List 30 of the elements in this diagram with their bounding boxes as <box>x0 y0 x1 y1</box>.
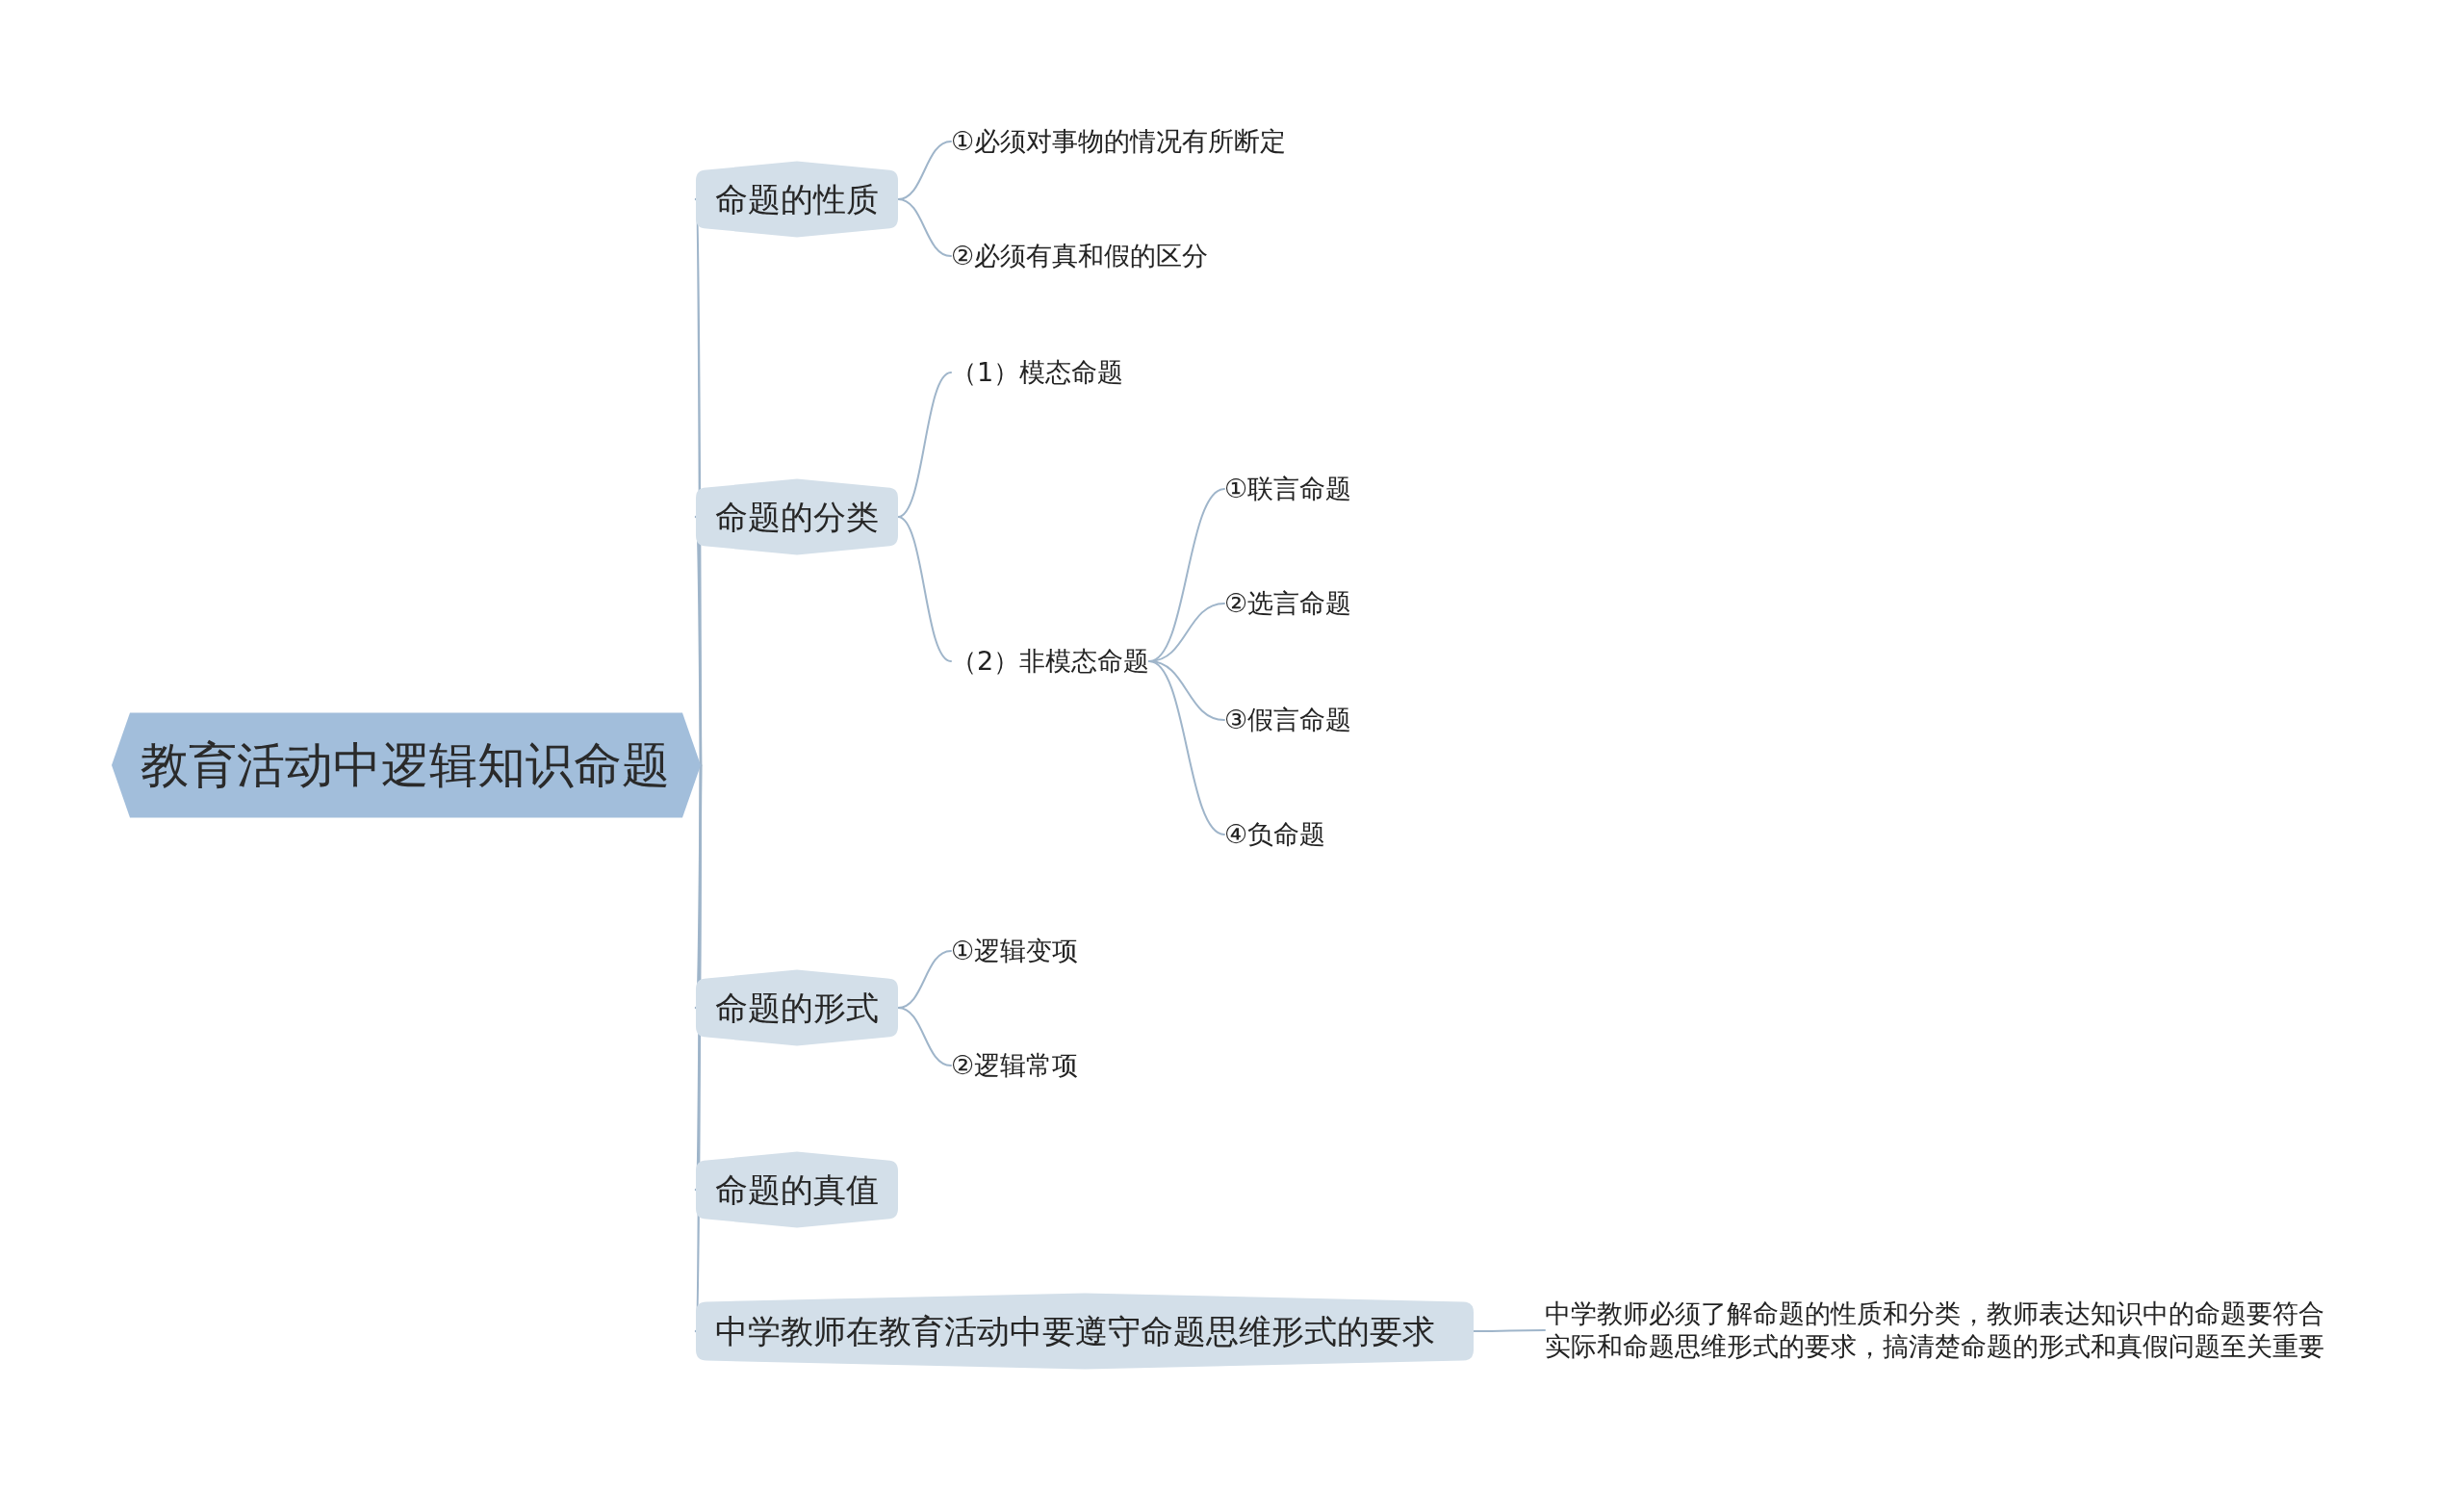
topic-box <box>696 1151 898 1228</box>
topic-box <box>696 478 898 555</box>
note-text: 中学教师必须了解命题的性质和分类，教师表达知识中的命题要符合实际和命题思维形式的要求，搞清楚命题的形式和真假问题至关重要 <box>1545 1297 2335 1363</box>
branch-line <box>897 516 952 662</box>
topic-text: 命题的真值 <box>715 1169 879 1210</box>
topic-box <box>696 969 898 1046</box>
subtopic-text: ②逻辑常项 <box>951 1049 1079 1082</box>
topic-box <box>696 1293 1474 1370</box>
branch-line <box>897 372 952 518</box>
subtopic-text: ③假言命题 <box>1224 704 1352 736</box>
branch-line <box>1473 1329 1546 1332</box>
subtopic-text: ②选言命题 <box>1224 587 1352 620</box>
subtopic-text: （1）模态命题 <box>951 356 1124 389</box>
topic-text: 命题的分类 <box>715 496 879 537</box>
central-topic-text: 教育活动中逻辑知识命题 <box>141 735 670 795</box>
subtopic-text: ①联言命题 <box>1224 473 1352 505</box>
subtopic-text: ①必须对事物的情况有所断定 <box>951 125 1287 158</box>
topic-text: 命题的性质 <box>715 178 879 219</box>
topic-text: 命题的形式 <box>715 987 879 1028</box>
subtopic-text: （2）非模态命题 <box>951 645 1150 678</box>
branch-line <box>897 198 952 257</box>
subtopic-text: ①逻辑变项 <box>951 935 1079 967</box>
branch-line <box>694 515 703 767</box>
subtopic-text: ④负命题 <box>1224 818 1326 851</box>
topic-text: 中学教师在教育活动中要遵守命题思维形式的要求 <box>715 1310 1435 1351</box>
topic-box <box>696 161 898 238</box>
central-topic-hexagon <box>112 712 701 818</box>
branch-line <box>897 1007 952 1066</box>
branch-line <box>1148 660 1225 835</box>
subtopic-text: ②必须有真和假的区分 <box>951 240 1209 272</box>
